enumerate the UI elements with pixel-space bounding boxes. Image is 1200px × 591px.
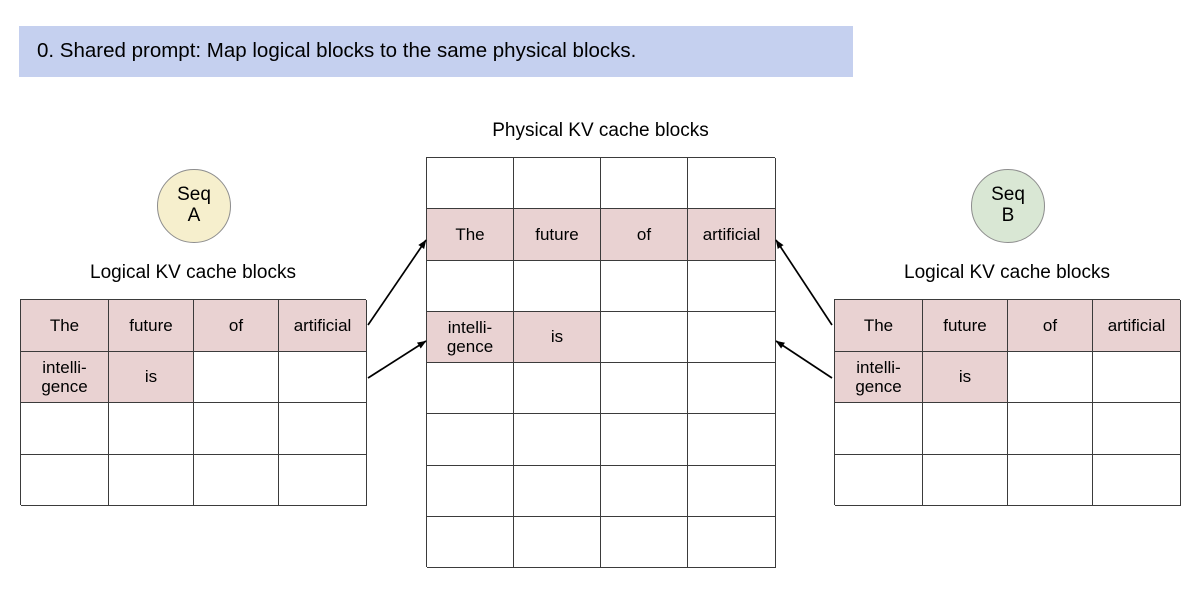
kv-block-empty (688, 516, 776, 568)
kv-block-empty (194, 403, 279, 455)
kv-block-empty (514, 158, 601, 210)
kv-block-empty (1008, 403, 1093, 455)
kv-block-empty (427, 158, 514, 210)
kv-block-token: of (1008, 300, 1093, 352)
seq-a-logical-blocks-caption: Logical KV cache blocks (90, 262, 296, 283)
kv-block-empty (601, 311, 688, 363)
kv-block-token: The (427, 209, 514, 261)
kv-block-empty (194, 351, 279, 403)
kv-block-token: of (601, 209, 688, 261)
kv-block-empty (21, 454, 109, 506)
kv-block-token: artificial (279, 300, 367, 352)
kv-block-empty (688, 158, 776, 210)
kv-block-empty (514, 516, 601, 568)
seq-b-badge-label-line2: B (1001, 205, 1015, 226)
kv-block-empty (688, 414, 776, 466)
seq-a-badge-label-line2: A (187, 205, 201, 226)
kv-block-empty (194, 454, 279, 506)
kv-block-empty (923, 454, 1008, 506)
kv-block-empty (514, 465, 601, 517)
kv-block-token: of (194, 300, 279, 352)
kv-block-empty (688, 260, 776, 312)
seq-b-row1-to-physical-row2 (775, 239, 833, 326)
kv-block-token: The (21, 300, 109, 352)
kv-block-empty (601, 465, 688, 517)
kv-block-empty (601, 516, 688, 568)
kv-block-empty (1093, 403, 1181, 455)
kv-block-empty (601, 158, 688, 210)
kv-block-empty (514, 260, 601, 312)
kv-block-empty (1093, 351, 1181, 403)
kv-block-token: intelli-gence (21, 351, 109, 403)
kv-block-empty (21, 403, 109, 455)
kv-block-empty (1008, 351, 1093, 403)
seq-a-badge: Seq A (157, 169, 231, 243)
kv-block-empty (601, 414, 688, 466)
kv-block-token: is (109, 351, 194, 403)
kv-block-empty (688, 465, 776, 517)
kv-block-empty (109, 454, 194, 506)
kv-block-token: intelli-gence (427, 311, 514, 363)
seq-b-badge: Seq B (971, 169, 1045, 243)
kv-block-empty (1008, 454, 1093, 506)
kv-block-token: intelli-gence (835, 351, 923, 403)
kv-block-token: future (109, 300, 194, 352)
physical-blocks-caption: Physical KV cache blocks (492, 120, 709, 141)
kv-block-empty (1093, 454, 1181, 506)
kv-block-empty (688, 363, 776, 415)
kv-block-token: The (835, 300, 923, 352)
kv-block-empty (514, 363, 601, 415)
kv-block-token: artificial (688, 209, 776, 261)
seq-b-row2-to-physical-row4 (775, 340, 833, 379)
seq-a-badge-label-line1: Seq (177, 184, 211, 206)
kv-block-empty (427, 414, 514, 466)
kv-block-token: future (923, 300, 1008, 352)
kv-block-token: is (923, 351, 1008, 403)
seq-b-badge-label-line1: Seq (991, 184, 1025, 206)
kv-block-empty (279, 351, 367, 403)
kv-block-empty (601, 260, 688, 312)
kv-block-token: artificial (1093, 300, 1181, 352)
seq-a-row2-to-physical-row4 (367, 340, 427, 379)
seq-b-logical-blocks-caption: Logical KV cache blocks (904, 262, 1110, 283)
kv-block-empty (427, 260, 514, 312)
kv-block-token: future (514, 209, 601, 261)
kv-block-empty (835, 454, 923, 506)
kv-block-empty (279, 454, 367, 506)
shared-prompt-banner: 0. Shared prompt: Map logical blocks to … (19, 26, 853, 77)
kv-block-empty (427, 516, 514, 568)
kv-block-empty (279, 403, 367, 455)
kv-block-empty (514, 414, 601, 466)
kv-block-token: is (514, 311, 601, 363)
kv-block-empty (427, 465, 514, 517)
shared-prompt-banner-text: 0. Shared prompt: Map logical blocks to … (37, 39, 637, 63)
kv-block-empty (601, 363, 688, 415)
kv-block-empty (688, 311, 776, 363)
kv-block-empty (923, 403, 1008, 455)
kv-block-empty (427, 363, 514, 415)
kv-block-empty (835, 403, 923, 455)
kv-block-empty (109, 403, 194, 455)
seq-a-row1-to-physical-row2 (367, 239, 427, 326)
